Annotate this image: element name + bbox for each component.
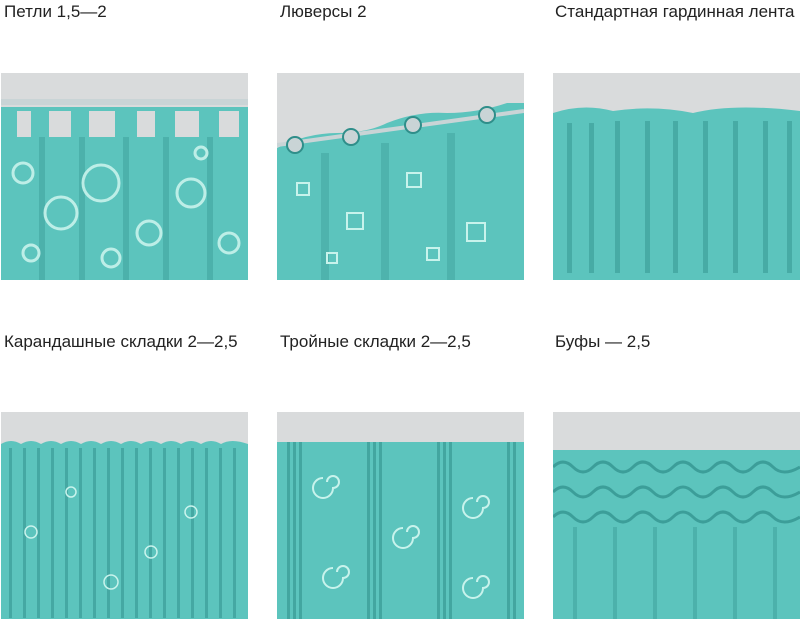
illustration-standard-tape — [553, 73, 800, 280]
caption-triple-pleats: Тройные складки 2—2,5 — [280, 332, 471, 351]
caption-pencil-pleats: Карандашные складки 2—2,5 — [4, 332, 238, 351]
caption-grommets: Люверсы 2 — [280, 2, 367, 21]
caption-standard-tape: Стандартная гардинная лента — [555, 2, 795, 21]
illustration-triple-pleats — [277, 412, 524, 619]
illustration-loops — [1, 73, 248, 280]
caption-smocked: Буфы — 2,5 — [555, 332, 651, 351]
illustration-pencil-pleats — [1, 412, 248, 619]
illustration-smocked — [553, 412, 800, 619]
illustration-grommets — [277, 73, 524, 280]
caption-loops: Петли 1,5—2 — [4, 2, 107, 21]
